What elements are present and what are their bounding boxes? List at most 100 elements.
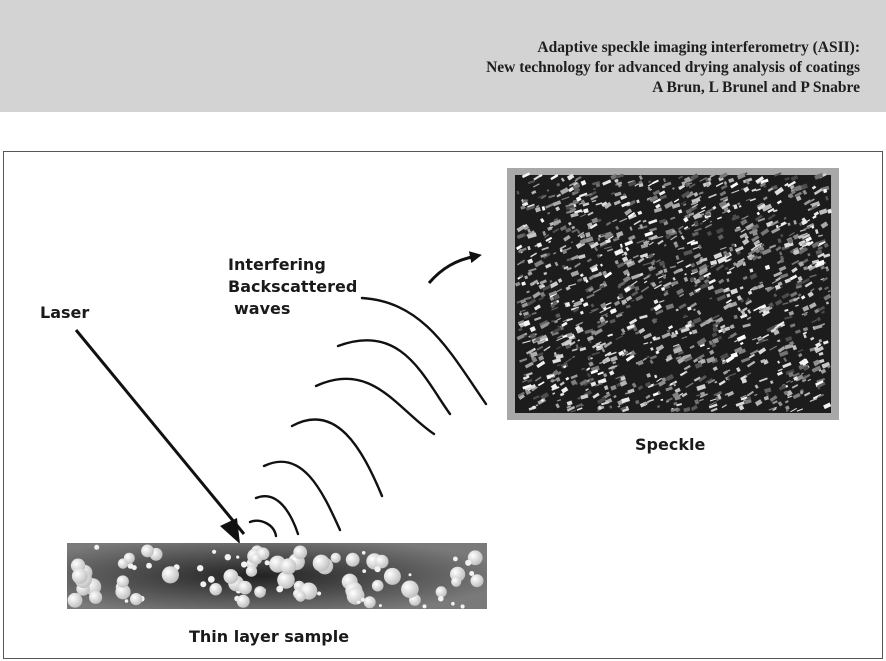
speckle-grain <box>589 241 599 249</box>
speckle-grain <box>684 273 687 276</box>
speckle-grain <box>783 357 788 363</box>
sample-particle <box>224 554 231 561</box>
speckle-grain <box>542 284 552 291</box>
speckle-grain <box>540 291 545 297</box>
speckle-grain <box>802 326 809 332</box>
speckle-grain <box>559 225 567 232</box>
speckle-grain <box>683 276 689 282</box>
speckle-grain <box>575 327 584 334</box>
speckle-grain <box>734 339 739 343</box>
speckle-grain <box>532 395 540 400</box>
speckle-grain <box>690 262 696 268</box>
speckle-grain <box>711 319 717 323</box>
speckle-grain <box>693 308 696 312</box>
speckle-grain <box>712 205 717 210</box>
speckle-grain <box>596 253 601 258</box>
speckle-grain <box>818 234 823 238</box>
speckle-grain <box>677 350 684 356</box>
speckle-grain <box>795 281 803 287</box>
speckle-grain <box>555 376 561 382</box>
speckle-grain <box>653 284 662 290</box>
speckle-grain <box>607 351 617 357</box>
speckle-grain <box>683 216 689 223</box>
speckle-grain <box>822 340 829 345</box>
speckle-grain <box>770 327 777 333</box>
speckle-grain <box>628 234 636 241</box>
speckle-grain <box>637 360 644 366</box>
speckle-grain <box>653 207 663 213</box>
speckle-grain <box>810 201 821 209</box>
speckle-grain <box>649 354 657 360</box>
speckle-grain <box>645 394 651 400</box>
speckle-grain <box>579 345 583 349</box>
speckle-grain <box>740 218 748 226</box>
speckle-grain <box>765 220 774 228</box>
speckle-grain <box>715 227 724 235</box>
speckle-grain <box>825 195 829 201</box>
speckle-grain <box>688 331 693 335</box>
wave-1 <box>248 519 278 538</box>
speckle-grain <box>784 278 791 284</box>
speckle-grain <box>677 225 684 231</box>
speckle-grain <box>804 281 813 288</box>
speckle-grain <box>662 281 672 288</box>
sample-particle <box>361 551 366 555</box>
speckle-grain <box>588 241 595 246</box>
speckle-grain <box>659 194 668 200</box>
sample-particle <box>453 556 458 562</box>
speckle-grain <box>820 278 825 281</box>
speckle-grain <box>776 199 782 205</box>
sample-particle <box>293 545 308 560</box>
wave-2 <box>254 495 300 536</box>
speckle-grain <box>804 226 811 230</box>
speckle-grain <box>666 354 672 359</box>
speckle-grain <box>535 404 539 407</box>
speckle-grain <box>631 382 637 388</box>
speckle-grain <box>810 225 815 229</box>
speckle-grain <box>565 332 573 338</box>
speckle-grain <box>523 313 532 320</box>
speckle-grain <box>742 275 748 281</box>
speckle-grain <box>760 228 770 237</box>
speckle-grain <box>823 293 832 301</box>
speckle-grain <box>655 336 661 341</box>
speckle-grain <box>584 328 594 335</box>
speckle-grain <box>568 337 576 341</box>
speckle-grain <box>810 198 815 202</box>
speckle-grain <box>570 254 579 261</box>
speckle-grain <box>698 275 705 281</box>
speckle-grain <box>760 243 765 248</box>
speckle-grain <box>666 374 675 382</box>
sample-particle <box>141 544 154 558</box>
speckle-pattern <box>514 172 833 413</box>
speckle-grain <box>731 215 740 221</box>
speckle-grain <box>751 188 757 192</box>
sample-particle <box>236 594 250 608</box>
speckle-grain <box>749 349 759 356</box>
speckle-grain <box>592 288 602 294</box>
sample-particle <box>264 560 270 566</box>
speckle-grain <box>565 227 572 233</box>
speckle-grain <box>665 386 673 392</box>
speckle-grain <box>517 391 525 397</box>
speckle-grain <box>801 219 808 226</box>
speckle-grain <box>776 371 783 376</box>
speckle-grain <box>573 187 581 193</box>
speckle-grain <box>630 273 641 280</box>
speckle-grain <box>790 380 794 383</box>
speckle-grain <box>527 180 536 185</box>
speckle-grain <box>791 267 798 274</box>
speckle-grain <box>543 271 548 276</box>
wave-5 <box>314 377 436 436</box>
speckle-grain <box>681 335 688 340</box>
speckle-grain <box>711 314 720 320</box>
speckle-grain <box>798 246 808 255</box>
speckle-grain <box>647 265 654 270</box>
speckle-grain <box>539 322 549 330</box>
speckle-grain <box>531 356 538 363</box>
speckle-grain <box>693 227 702 232</box>
speckle-grain <box>658 260 666 267</box>
speckle-grain <box>691 231 699 237</box>
speckle-grain <box>552 300 558 306</box>
speckle-grain <box>745 396 752 401</box>
